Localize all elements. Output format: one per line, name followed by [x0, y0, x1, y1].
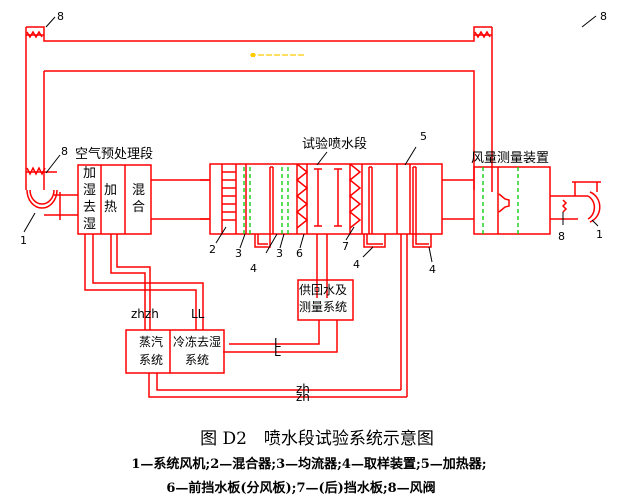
flow-meter-label: 风量测量装置 — [471, 151, 550, 166]
humidify-label: 加湿去湿 — [83, 166, 97, 232]
spray-section-label: 试验喷水段 — [302, 137, 368, 152]
callout-5: 5 — [420, 130, 427, 143]
callout-4a: 4 — [250, 262, 257, 275]
water-supply-system — [223, 279, 354, 353]
callout-8-mid-left: 8 — [61, 145, 68, 158]
legend-line-1: 1—系统风机;2—混合器;3—均流器;4—取样装置;5—加热器; — [131, 457, 487, 472]
figure-title: 图 D2 喷水段试验系统示意图 — [200, 429, 434, 449]
pretreatment-label: 空气预处理段 — [75, 147, 154, 162]
airflow-arrow — [250, 53, 306, 57]
damper-mid-left — [26, 166, 57, 176]
l2-label: L — [274, 345, 281, 359]
system-fan-left — [26, 189, 78, 220]
callout-1-right: 1 — [596, 228, 603, 241]
ll-label: LL — [191, 307, 205, 321]
callout-leaders — [23, 15, 599, 263]
callout-8-right: 8 — [558, 230, 565, 243]
callout-3a: 3 — [235, 247, 242, 260]
heating-label: 加热 — [104, 183, 118, 215]
damper-top-left — [26, 30, 44, 39]
zhzh-label: zhzh — [131, 307, 159, 321]
l1-label: L — [274, 336, 281, 350]
callout-2: 2 — [209, 243, 216, 256]
spray-test-section — [200, 163, 474, 397]
mixing-label: 混合 — [132, 183, 146, 215]
callout-6: 6 — [296, 247, 303, 260]
callout-4c: 4 — [429, 263, 436, 276]
zh1-label: zh — [296, 382, 310, 396]
pretreatment-section — [77, 164, 210, 235]
dehumid-system-label: 冷冻去湿系统 — [172, 335, 221, 367]
callout-3b: 3 — [276, 247, 283, 260]
steam-dehumid-systems — [84, 234, 407, 398]
callout-1-left: 1 — [20, 234, 27, 247]
flow-measuring-device — [473, 166, 588, 235]
callout-8-top-right: 8 — [600, 10, 607, 23]
legend-line-2: 6—前挡水板(分风板);7—(后)挡水板;8—风阀 — [166, 481, 436, 496]
zh2-label: zh — [296, 390, 310, 404]
damper-right — [561, 199, 568, 213]
callout-8-top-left: 8 — [57, 10, 64, 23]
system-fan-right — [572, 181, 601, 223]
flow-straighteners — [243, 167, 289, 234]
damper-top-right — [474, 30, 492, 39]
water-system-label: 供回水及测量系统 — [299, 283, 348, 314]
callout-7: 7 — [342, 240, 349, 253]
steam-system-label: 蒸汽系统 — [139, 335, 164, 367]
callout-4b: 4 — [353, 258, 360, 271]
